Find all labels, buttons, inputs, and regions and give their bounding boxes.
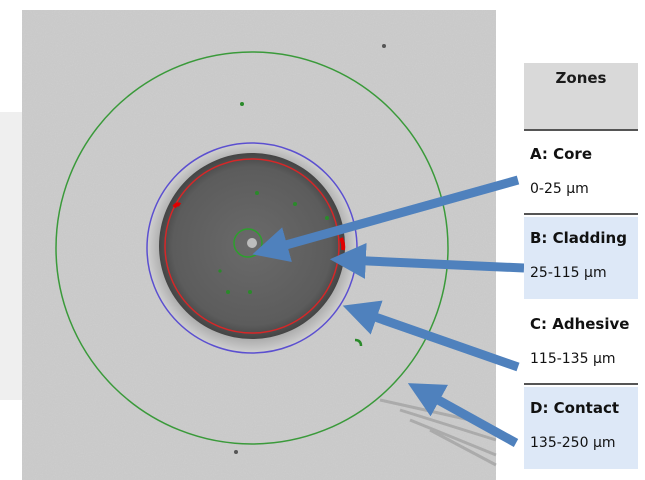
- green-defect: [218, 269, 222, 273]
- zone-cladding-range: 25-115 µm: [530, 265, 607, 281]
- zone-core: A: Core 0-25 µm: [524, 133, 638, 215]
- green-defect: [293, 202, 297, 206]
- zones-title: Zones: [555, 69, 607, 87]
- zone-contact-range: 135-250 µm: [530, 435, 616, 451]
- green-defect: [255, 191, 259, 195]
- zone-adhesive-name: C: Adhesive: [530, 315, 630, 333]
- zone-contact: D: Contact 135-250 µm: [524, 387, 638, 469]
- contact-zone-circle: [55, 51, 449, 445]
- callout-arrows: [252, 175, 525, 447]
- green-defect-hook: [354, 338, 363, 347]
- arrow-core: [252, 175, 520, 262]
- zone-core-name: A: Core: [530, 145, 592, 163]
- zone-adhesive: C: Adhesive 115-135 µm: [524, 303, 638, 385]
- core-center: [247, 238, 257, 248]
- zones-header: Zones: [524, 63, 638, 131]
- zone-adhesive-range: 115-135 µm: [530, 351, 616, 367]
- green-defect: [325, 216, 329, 220]
- red-defect-left: [172, 202, 182, 209]
- red-defect-right: [339, 237, 346, 251]
- zones-legend: Zones A: Core 0-25 µm B: Cladding 25-115…: [524, 63, 638, 471]
- green-defect: [226, 290, 230, 294]
- arrow-contact: [407, 383, 519, 447]
- zone-cladding-name: B: Cladding: [530, 229, 627, 247]
- dust-spot: [382, 44, 386, 48]
- zone-contact-name: D: Contact: [530, 399, 620, 417]
- green-defect: [248, 290, 252, 294]
- zone-core-range: 0-25 µm: [530, 181, 589, 197]
- zone-cladding: B: Cladding 25-115 µm: [524, 217, 638, 299]
- green-defect: [240, 102, 244, 106]
- arrow-cladding: [329, 242, 525, 279]
- arrow-adhesive: [342, 300, 520, 372]
- dust-spot: [234, 450, 238, 454]
- scratch-streaks: [379, 398, 497, 467]
- left-vignette: [0, 112, 22, 400]
